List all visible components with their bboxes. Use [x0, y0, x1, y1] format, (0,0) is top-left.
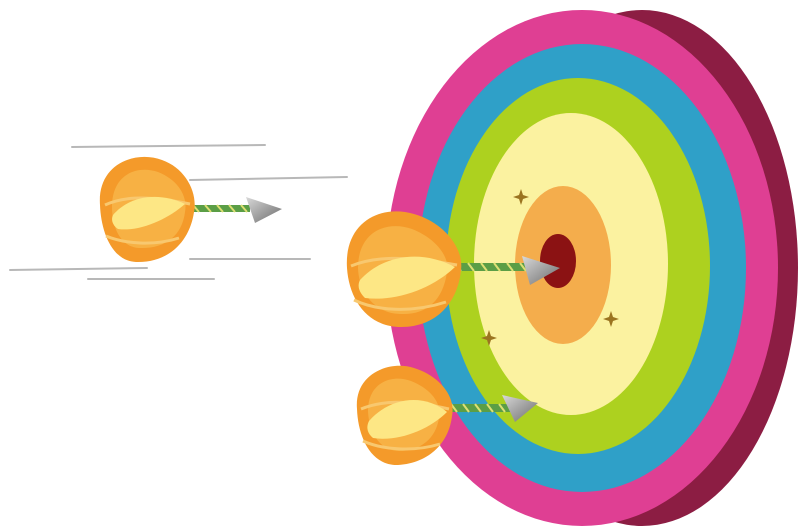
- dart-shaft: [186, 204, 250, 213]
- dart-flight: [346, 211, 462, 327]
- dart-lower-ring: [356, 365, 538, 466]
- bullseye-center: [540, 234, 576, 288]
- dart-shaft: [444, 403, 513, 413]
- motion-lines: [9, 144, 348, 280]
- dart-tip: [502, 395, 538, 422]
- dart-flight: [99, 156, 195, 263]
- dartboard: [386, 10, 798, 526]
- dart-flight: [356, 365, 453, 466]
- flying-dart: [99, 156, 282, 263]
- star-icon: [513, 189, 529, 205]
- dart-in-bullseye: [346, 211, 560, 327]
- star-icon: [481, 330, 497, 346]
- dart-tip: [522, 256, 560, 285]
- dart-tip: [246, 197, 282, 223]
- star-icon: [603, 311, 619, 327]
- star-hole-marks: [481, 189, 619, 346]
